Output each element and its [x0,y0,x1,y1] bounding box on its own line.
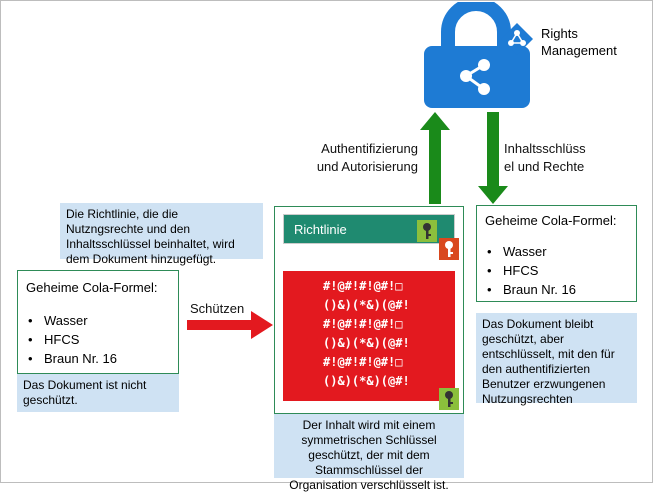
content-key-label-line2: el und Rechte [504,159,585,174]
policy-note: Die Richtlinie, die die Nutzngsrechte un… [60,203,263,266]
right-doc-item: Braun Nr. 16 [479,280,576,299]
down-arrow [478,112,508,204]
policy-bar-label: Richtlinie [294,222,347,237]
cipher-line: #!@#!#!@#!□ [323,317,403,331]
auth-label-line1: Authentifizierung [321,141,418,156]
content-note: Der Inhalt wird mit einem symmetrischen … [274,414,464,492]
cipher-text: #!@#!#!@#!□ ()&)(*&)(@#! #!@#!#!@#!□ ()&… [323,277,410,391]
unprotected-note: Das Dokument ist nicht geschützt. [17,374,179,412]
left-doc-item: Wasser [20,311,117,330]
unprotected-document: Geheime Cola-Formel: Wasser HFCS Braun N… [17,270,179,374]
rights-management-logo-icon [501,23,533,55]
left-doc-list: Wasser HFCS Braun Nr. 16 [20,311,117,368]
decrypted-note: Das Dokument bleibt geschützt, aber ents… [476,313,637,406]
right-doc-list: Wasser HFCS Braun Nr. 16 [479,242,576,299]
cipher-line: #!@#!#!@#!□ [323,279,403,293]
key-icon [439,388,459,410]
brand-name: Rights Management [541,25,617,59]
right-doc-title: Geheime Cola-Formel: [485,213,617,228]
brand-line2: Management [541,43,617,58]
encrypted-content: #!@#!#!@#!□ ()&)(*&)(@#! #!@#!#!@#!□ ()&… [283,271,455,401]
cipher-line: ()&)(*&)(@#! [323,336,410,350]
decrypted-document: Geheime Cola-Formel: Wasser HFCS Braun N… [476,205,637,302]
right-doc-item: Wasser [479,242,576,261]
cipher-line: ()&)(*&)(@#! [323,298,410,312]
protect-arrow [187,311,273,339]
up-arrow [420,112,450,204]
right-doc-item: HFCS [479,261,576,280]
left-doc-item: Braun Nr. 16 [20,349,117,368]
left-doc-item: HFCS [20,330,117,349]
content-key-label-line1: Inhaltsschlüss [504,141,586,156]
key-icon [439,238,459,260]
protect-label: Schützen [190,301,245,316]
protected-document: Richtlinie #!@#!#!@#!□ ()&)(*&)(@#! #!@#… [274,206,464,414]
auth-label-line2: und Autorisierung [316,159,418,174]
lock-icon [424,2,530,108]
left-doc-title: Geheime Cola-Formel: [26,280,158,295]
key-icon [417,220,437,242]
auth-label: Authentifizierung und Autorisierung [308,140,418,176]
content-key-label: Inhaltsschlüss el und Rechte [504,140,604,176]
brand-line1: Rights [541,26,578,41]
cipher-line: ()&)(*&)(@#! [323,374,410,388]
cipher-line: #!@#!#!@#!□ [323,355,403,369]
